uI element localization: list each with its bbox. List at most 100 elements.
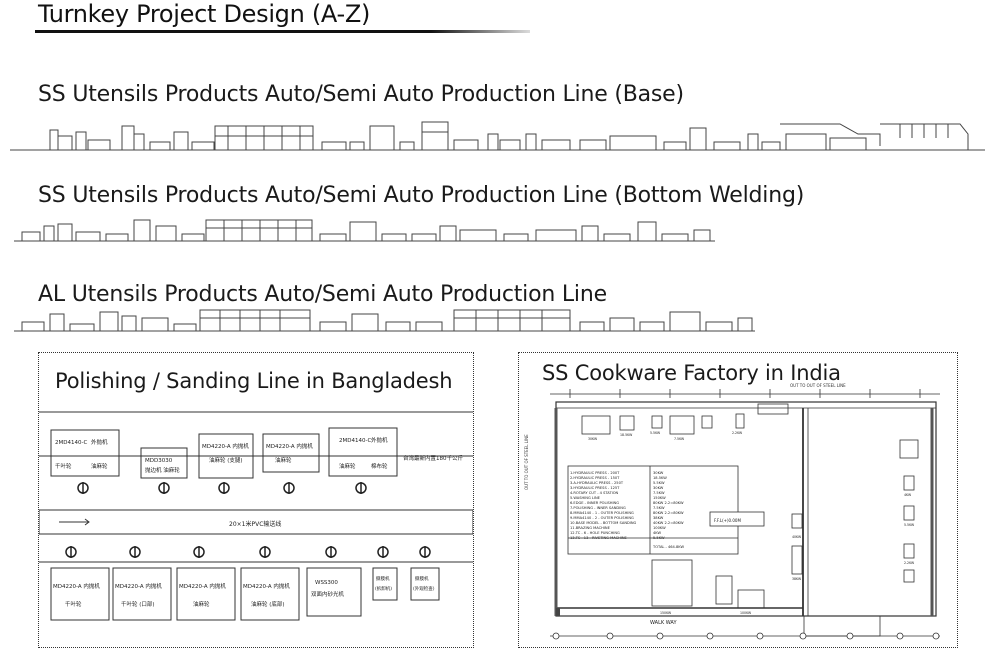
equipment-4-power: 30KW bbox=[653, 486, 664, 490]
ffl-label: F.F.L(+)0.00M bbox=[714, 518, 741, 523]
polishing-panel bbox=[38, 352, 474, 648]
bottom-machine-3-line2: 油麻轮 bbox=[193, 600, 210, 608]
page-title: Turnkey Project Design (A-Z) bbox=[38, 0, 371, 28]
power-label-6: 150KW bbox=[660, 611, 672, 615]
equipment-11-power: 40KW 2.2=80KW bbox=[653, 521, 684, 525]
power-label-11: 5.5KW bbox=[904, 523, 915, 527]
equipment-12-power: 100KW bbox=[653, 526, 666, 530]
equipment-3: 3.A-HYDRAULIC PRESS - 250T bbox=[570, 481, 624, 485]
equipment-7-power: 80KW 2.2=80KW bbox=[653, 501, 684, 505]
production-line-drawing-ss-base bbox=[10, 121, 985, 151]
power-label-7: 40KW bbox=[792, 535, 802, 539]
power-label-8: 38KW bbox=[792, 577, 802, 581]
production-line-drawing-al bbox=[14, 309, 755, 332]
top-machine-5-line4: 棉布轮 bbox=[371, 462, 388, 470]
equipment-1-power: 30KW bbox=[653, 471, 664, 475]
production-line-drawing-ss-bottom-welding bbox=[14, 219, 715, 242]
top-machine-5-line3: 油麻轮 bbox=[339, 462, 356, 470]
top-machine-3-line1: MD4220-A 内抛机 bbox=[202, 442, 249, 450]
bottom-machine-3-line1: MD4220-A 内抛机 bbox=[179, 582, 226, 590]
top-machine-3-line2: 油麻轮 (支腿) bbox=[209, 456, 243, 464]
top-machine-3 bbox=[198, 433, 254, 479]
bottom-machine-3 bbox=[176, 567, 236, 621]
top-machine-5-line1: 2MD4140-C bbox=[339, 438, 371, 444]
bottom-machine-5 bbox=[306, 567, 362, 617]
equipment-10-power: 38KW bbox=[653, 516, 664, 520]
bottom-machine-5-line2: 双面内砂光机 bbox=[311, 590, 345, 598]
top-machine-5 bbox=[328, 427, 398, 477]
top-machine-4 bbox=[262, 433, 320, 473]
bottom-machine-5-line1: WSS300 bbox=[315, 580, 338, 586]
top-machine-1 bbox=[50, 429, 120, 477]
equipment-9: 8.MMA4140 - 1 - OUTER POLISHING bbox=[570, 511, 634, 515]
equipment-14-power: 5.5KW bbox=[653, 536, 665, 540]
line-title-ss-bottom-welding: SS Utensils Products Auto/Semi Auto Prod… bbox=[38, 183, 805, 208]
bottom-machine-7-line1: 撕膜机 bbox=[415, 575, 429, 582]
equipment-1: 1.HYDRAULIC PRESS - 200T bbox=[570, 471, 620, 475]
power-label-2: 18.5KW bbox=[620, 433, 633, 437]
bottom-machine-1 bbox=[50, 567, 110, 621]
line-title-ss-base: SS Utensils Products Auto/Semi Auto Prod… bbox=[38, 82, 684, 107]
power-label-4: 7.5KW bbox=[674, 437, 685, 441]
bottom-machine-1-line2: 千叶轮 bbox=[65, 600, 82, 608]
equipment-5: 4.ROTARY CUT - 4 STATION bbox=[570, 491, 619, 495]
title-underline bbox=[35, 30, 530, 33]
equipment-9-power: 80KW 2.2=80KW bbox=[653, 511, 684, 515]
side-note: 台湾最新内置180千公斤 bbox=[403, 454, 463, 462]
factory-panel bbox=[518, 352, 958, 648]
power-label-9: 100KW bbox=[740, 611, 752, 615]
factory-layout-drawing: OUT TO OUT OF STEEL LINE OUT TO OUT OF S… bbox=[524, 383, 940, 640]
equipment-13-power: 4KW bbox=[653, 531, 662, 535]
power-label-10: 4KW bbox=[904, 493, 912, 497]
bottom-machine-6-line2: (拆卸机) bbox=[375, 585, 392, 592]
top-machine-1-line3: 千叶轮 bbox=[55, 462, 72, 470]
top-machine-1-line4: 油麻轮 bbox=[91, 462, 108, 470]
bottom-machine-4 bbox=[240, 567, 300, 621]
equipment-3-power: 5.5KW bbox=[653, 481, 665, 485]
total-power: TOTAL - 464.8KW bbox=[652, 545, 684, 549]
equipment-8: 7.POLISHING - INNER SANDING bbox=[570, 506, 626, 510]
walkway-label: WALK WAY bbox=[650, 620, 677, 626]
power-label-1: 30KW bbox=[588, 437, 598, 441]
top-label: OUT TO OUT OF STEEL LINE bbox=[790, 383, 846, 388]
top-machine-2-line2: 抛边机 油麻轮 bbox=[145, 466, 180, 474]
factory-panel-title: SS Cookware Factory in India bbox=[542, 361, 841, 385]
bottom-machine-7-line2: (外观检查) bbox=[413, 585, 435, 592]
equipment-11: 10.BASE MODEL - BOTTOM SANDING bbox=[570, 521, 637, 525]
bottom-machine-2-line2: 千叶轮 (口部) bbox=[121, 600, 155, 608]
top-machine-2-line1: MDD3030 bbox=[145, 458, 173, 464]
bottom-machine-2-line1: MD4220-A 内抛机 bbox=[115, 582, 162, 590]
equipment-5-power: 7.5KW bbox=[653, 491, 665, 495]
top-machine-2 bbox=[140, 447, 188, 479]
line-title-al: AL Utensils Products Auto/Semi Auto Prod… bbox=[38, 282, 607, 307]
side-label: OUT TO OUT OF STEEL LINE bbox=[524, 434, 529, 490]
equipment-14: 13.TC - 13 - RIVETING MACHINE bbox=[570, 536, 628, 540]
bottom-machine-1-line1: MD4220-A 内抛机 bbox=[53, 582, 100, 590]
bottom-machine-2 bbox=[112, 567, 172, 621]
power-label-5: 2.2KW bbox=[732, 431, 743, 435]
conveyor bbox=[39, 509, 473, 535]
equipment-4: 3.HYDRAULIC PRESS - 125T bbox=[570, 486, 620, 490]
equipment-7: 6.EDGE - INNER POLISHING bbox=[570, 501, 619, 505]
bottom-machine-7 bbox=[410, 567, 440, 601]
top-machine-1-line1: 2MD4140-C bbox=[55, 440, 87, 446]
bottom-machine-6 bbox=[372, 567, 398, 601]
bottom-machine-4-line1: MD4220-A 内抛机 bbox=[243, 582, 290, 590]
power-label-12: 2.2KW bbox=[904, 561, 915, 565]
polishing-layout-drawing: 2MD4140-C 外抛机 千叶轮 油麻轮 MDD3030 抛边机 油麻轮 MD… bbox=[39, 411, 473, 621]
top-machine-4-line2: 油麻轮 bbox=[275, 456, 292, 464]
equipment-13: 12.TC - 6 - HOLE PUNCHING bbox=[570, 531, 620, 535]
bottom-machine-6-line1: 撕膜机 bbox=[376, 575, 390, 582]
equipment-2: 2.HYDRAULIC PRESS - 150T bbox=[570, 476, 620, 480]
equipment-6: 5.WASHING LINE bbox=[570, 496, 601, 500]
equipment-8-power: 7.5KW bbox=[653, 506, 665, 510]
equipment-2-power: 18.5KW bbox=[653, 476, 667, 480]
equipment-6-power: 150KW bbox=[653, 496, 666, 500]
equipment-10: 9.MMA4140 - 2 - OUTER POLISHING bbox=[570, 516, 634, 520]
conveyor-label: 20×1米PVC输送线 bbox=[229, 520, 281, 528]
equipment-12: 11.BRAZING MACHINE bbox=[570, 526, 611, 530]
bottom-machine-4-line2: 油麻轮 (底部) bbox=[251, 600, 285, 608]
top-machine-4-line1: MD4220-A 内抛机 bbox=[266, 442, 313, 450]
polishing-panel-title: Polishing / Sanding Line in Bangladesh bbox=[55, 369, 453, 393]
top-machine-1-line2: 外抛机 bbox=[91, 438, 108, 446]
